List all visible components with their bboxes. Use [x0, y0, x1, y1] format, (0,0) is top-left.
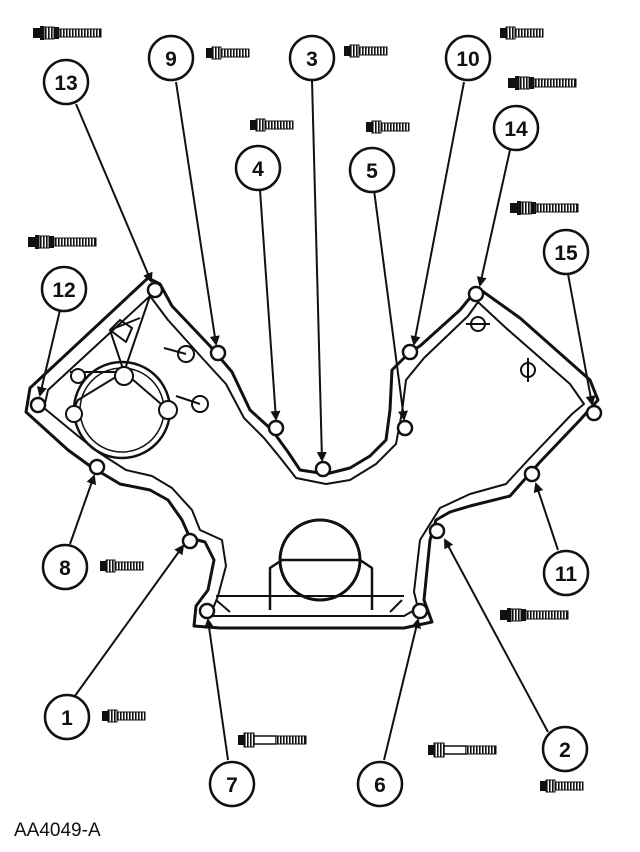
callout-label: 11: [555, 563, 578, 586]
leader-arrow-6: [383, 618, 421, 761]
leader-arrows: [36, 79, 596, 761]
leader-arrow-4: [259, 189, 281, 421]
bolt-icon: [27, 234, 97, 250]
callout-label: 5: [366, 160, 378, 183]
callout-5: 5: [348, 146, 396, 194]
leader-arrow-8: [69, 474, 97, 545]
callout-10: 10: [444, 34, 492, 82]
callout-13: 13: [42, 58, 90, 106]
callout-label: 13: [54, 72, 77, 95]
bolt-icon: [205, 46, 250, 60]
callout-label: 15: [554, 242, 578, 265]
callout-6: 6: [356, 760, 404, 808]
bolt-icon: [507, 75, 577, 91]
bolt-icon: [509, 200, 579, 216]
bolt-holes: [29, 281, 603, 620]
bolt-icon: [365, 120, 410, 134]
callout-label: 9: [165, 48, 177, 71]
callout-8: 8: [41, 543, 89, 591]
callout-label: 14: [504, 118, 528, 141]
bolt-icon: [99, 559, 144, 573]
callout-label: 3: [306, 48, 318, 71]
callout-4: 4: [234, 144, 282, 192]
bolt-icon: [32, 25, 102, 41]
leader-arrow-11: [533, 482, 559, 551]
bolt-icon: [499, 26, 544, 40]
bolt-icon: [539, 779, 584, 793]
callout-label: 10: [456, 48, 479, 71]
callout-label: 8: [59, 557, 71, 580]
callout-label: 2: [559, 739, 571, 762]
callout-label: 6: [374, 774, 386, 797]
callout-label: 7: [226, 774, 238, 797]
callout-9: 9: [147, 34, 195, 82]
leader-arrow-9: [175, 81, 220, 346]
bolt-icon: [101, 709, 146, 723]
leader-arrow-13: [75, 103, 153, 283]
callout-label: 12: [52, 279, 75, 302]
leader-arrow-1: [71, 544, 185, 701]
leader-arrow-12: [36, 309, 61, 397]
leader-arrow-15: [567, 273, 596, 406]
callout-3: 3: [288, 34, 336, 82]
bolt-icon: [427, 742, 497, 758]
leader-arrow-2: [444, 538, 549, 733]
callout-2: 2: [541, 725, 589, 773]
leader-arrow-5: [373, 189, 408, 421]
callout-label: 4: [252, 158, 264, 181]
figure-id-label: AA4049-A: [14, 820, 101, 841]
callout-7: 7: [208, 760, 256, 808]
callout-1: 1: [43, 693, 91, 741]
cover-fittings: [65, 316, 536, 423]
callouts: 1 2 3 4 5 6 7 8: [40, 34, 590, 808]
front-cover-gasket-outline: [24, 276, 600, 630]
bolt-icon: [237, 732, 307, 748]
bolt-icon: [249, 118, 294, 132]
leader-arrow-14: [476, 149, 511, 287]
bolt-icon: [499, 607, 569, 623]
leader-arrow-3: [311, 79, 327, 462]
leader-arrow-10: [410, 81, 465, 346]
callout-14: 14: [492, 104, 540, 152]
callout-11: 11: [542, 549, 590, 597]
leader-arrow-7: [204, 618, 229, 761]
bolt-icon: [343, 44, 388, 58]
callout-label: 1: [61, 707, 73, 730]
callout-12: 12: [40, 265, 88, 313]
callout-15: 15: [542, 228, 590, 276]
